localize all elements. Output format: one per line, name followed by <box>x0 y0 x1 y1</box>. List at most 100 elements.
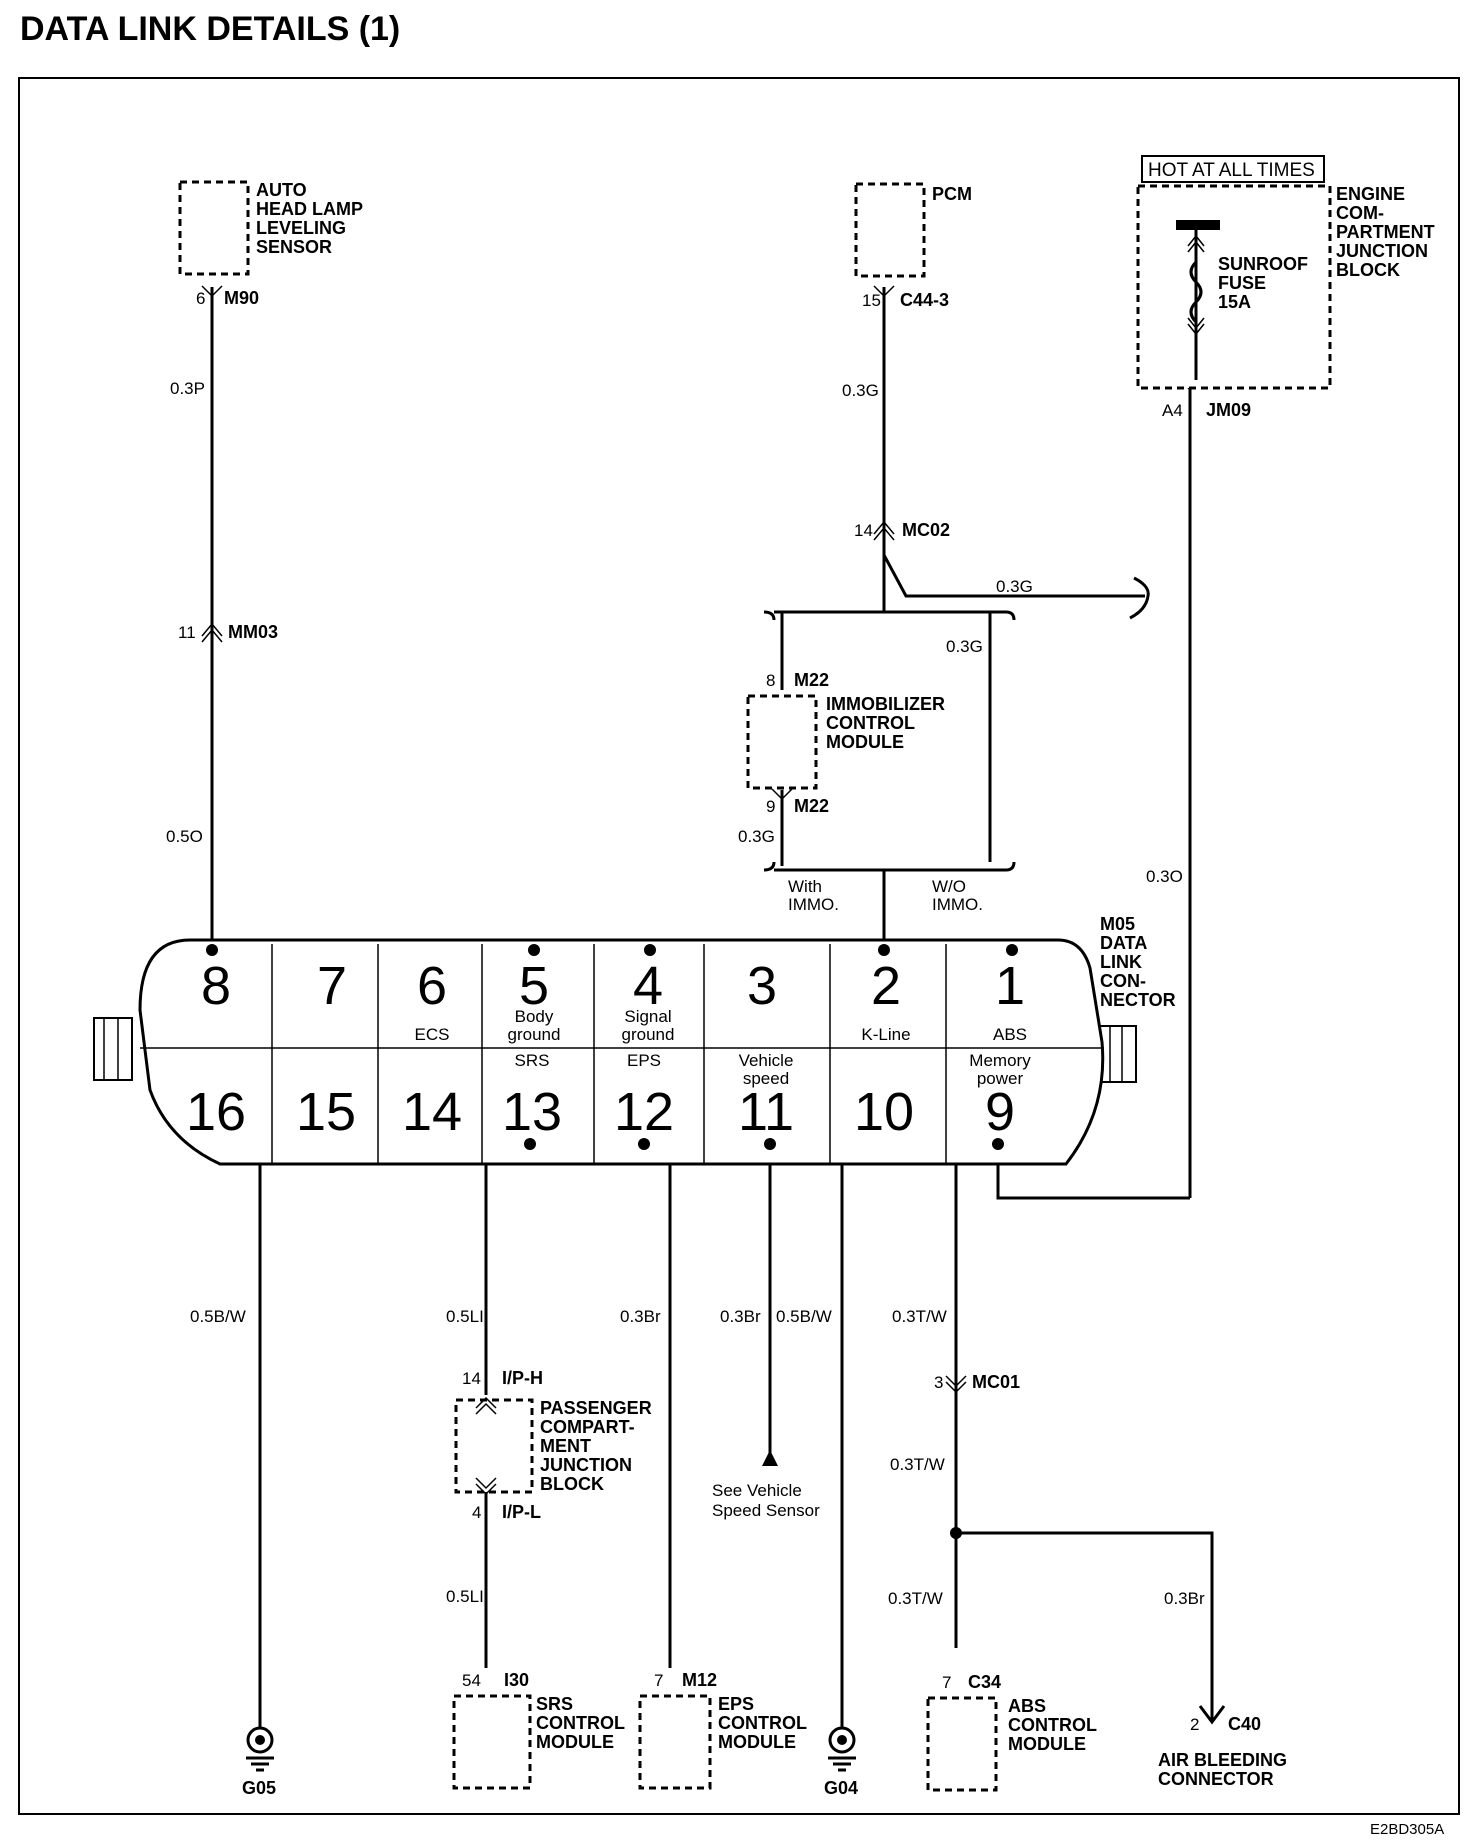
wire-label-abs-lower: 0.3T/W <box>888 1589 943 1608</box>
ground-icon-g05 <box>246 1726 274 1772</box>
m22-pin9-mark <box>771 788 793 801</box>
wire-branch-break-mark <box>1129 576 1150 620</box>
immobilizer-label: IMMOBILIZER CONTROL MODULE <box>826 694 950 752</box>
mc01-name: MC01 <box>972 1372 1020 1392</box>
wire-label-srs-upper: 0.5LI <box>446 1307 484 1326</box>
ip-l-connector: I/P-L <box>502 1502 541 1522</box>
engine-jb-box <box>1136 184 1332 390</box>
dlc-pin-number: 14 <box>402 1082 462 1142</box>
mm03-pin: 11 <box>178 623 196 642</box>
dlc-right-tab <box>1099 1025 1137 1083</box>
passenger-jb-label: PASSENGER COMPART- MENT JUNCTION BLOCK <box>540 1398 657 1494</box>
split-bottom-left-hook <box>763 861 776 872</box>
data-link-connector <box>93 938 1137 1166</box>
dlc-pin-number: 16 <box>186 1082 246 1142</box>
dlc-pin-label: Signal <box>624 1007 671 1026</box>
eps-label: EPS CONTROL MODULE <box>718 1694 812 1752</box>
pin2-dot <box>878 944 890 956</box>
mc01-connector-mark <box>945 1375 967 1394</box>
m90-pin-mark <box>201 285 223 298</box>
pin1-dot <box>1006 944 1018 956</box>
wire-label-vss: 0.3Br <box>720 1307 761 1326</box>
dlc-pin-label: Memory <box>969 1051 1031 1070</box>
dlc-pin-number: 5 <box>519 956 549 1016</box>
wire-label-pin4: 0.5B/W <box>776 1307 832 1326</box>
pin9-dot <box>992 1138 1004 1150</box>
g05-label: G05 <box>242 1778 276 1798</box>
wire-label-eps: 0.3Br <box>620 1307 661 1326</box>
dlc-pin-label: K-Line <box>861 1025 910 1044</box>
diagram-id: E2BD305A <box>1370 1821 1444 1838</box>
headlamp-sensor-label: AUTO HEAD LAMP LEVELING SENSOR <box>256 180 368 257</box>
ip-l-pin: 4 <box>472 1503 481 1522</box>
dlc-pin-number: 8 <box>201 956 231 1016</box>
jm09-connector: JM09 <box>1206 400 1251 420</box>
m90-pin: 6 <box>196 289 205 308</box>
wire-label-pcm: 0.3G <box>842 381 879 400</box>
passenger-jb-box <box>454 1398 534 1494</box>
c44-pin-mark <box>873 285 895 298</box>
m22-pin8: 8 <box>766 671 775 690</box>
wo-immo-label: W/O IMMO. <box>932 877 983 914</box>
dlc-body <box>138 938 1105 1166</box>
wire-label-abs-upper: 0.3T/W <box>892 1307 947 1326</box>
m12-connector: M12 <box>682 1670 717 1690</box>
wire-label-abs-mid: 0.3T/W <box>890 1455 945 1474</box>
hot-at-all-times-box <box>1141 155 1325 183</box>
dlc-pin-label: ground <box>508 1025 561 1044</box>
immobilizer-box <box>746 694 818 790</box>
c44-connector: C44-3 <box>900 290 949 310</box>
dlc-pin-label: speed <box>743 1069 789 1088</box>
i30-pin: 54 <box>462 1671 481 1690</box>
dlc-pin-number: 9 <box>985 1082 1015 1142</box>
abs-splice-dot <box>950 1527 962 1539</box>
diagram-frame <box>18 77 1460 1815</box>
srs-box <box>452 1694 532 1790</box>
jm09-pin: A4 <box>1162 401 1183 420</box>
pcm-box <box>854 182 926 278</box>
engine-jb-label: ENGINE COM- PARTMENT JUNCTION BLOCK <box>1336 184 1440 280</box>
m12-pin: 7 <box>654 1671 663 1690</box>
wire-label-wo-immo: 0.3G <box>946 637 983 656</box>
mm03-connector-mark <box>201 622 223 643</box>
ip-h-pin: 14 <box>462 1369 481 1388</box>
dlc-label: M05 DATA LINK CON- NECTOR <box>1100 914 1176 1010</box>
mm03-name: MM03 <box>228 622 278 642</box>
dlc-pin-label: ECS <box>415 1025 450 1044</box>
wire-label-0-5o: 0.5O <box>166 827 203 846</box>
pin12-dot <box>638 1138 650 1150</box>
c44-pin: 15 <box>862 291 881 310</box>
busbar <box>1176 220 1220 230</box>
wire-air-bleed <box>956 1531 1214 1720</box>
pcm-label: PCM <box>932 184 972 204</box>
pin13-dot <box>524 1138 536 1150</box>
split-top-right-hook <box>1005 610 1016 621</box>
wire-label-with-immo: 0.3G <box>738 827 775 846</box>
i30-connector: I30 <box>504 1670 529 1690</box>
dlc-pin-number: 7 <box>317 956 347 1016</box>
dlc-pin-number: 13 <box>502 1082 562 1142</box>
dlc-pin-number: 12 <box>614 1082 674 1142</box>
air-bleeding-label: AIR BLEEDING CONNECTOR <box>1158 1750 1292 1789</box>
dlc-pin-number: 2 <box>871 956 901 1016</box>
mc01-pin: 3 <box>934 1373 943 1392</box>
dlc-pin-label: power <box>977 1069 1024 1088</box>
dlc-pin-number: 6 <box>417 956 447 1016</box>
dlc-pin-label: ground <box>622 1025 675 1044</box>
dlc-pin-number: 1 <box>995 956 1025 1016</box>
wire-label-srs-lower: 0.5LI <box>446 1587 484 1606</box>
g04-label: G04 <box>824 1778 858 1798</box>
dlc-pin-number: 10 <box>854 1082 914 1142</box>
c40-arrow <box>1198 1705 1226 1725</box>
abs-label: ABS CONTROL MODULE <box>1008 1696 1102 1754</box>
m22-connector-top: M22 <box>794 670 829 690</box>
wire-pin13-upper <box>484 1142 530 1395</box>
dlc-pin-number: 3 <box>747 956 777 1016</box>
m22-connector-bottom: M22 <box>794 796 829 816</box>
mc02-connector-mark <box>873 520 895 541</box>
dlc-pin-number: 4 <box>633 956 663 1016</box>
wire-label-branch: 0.3G <box>996 577 1033 596</box>
hot-at-all-times-label: HOT AT ALL TIMES <box>1148 160 1315 181</box>
dlc-pin-label: ABS <box>993 1025 1027 1044</box>
